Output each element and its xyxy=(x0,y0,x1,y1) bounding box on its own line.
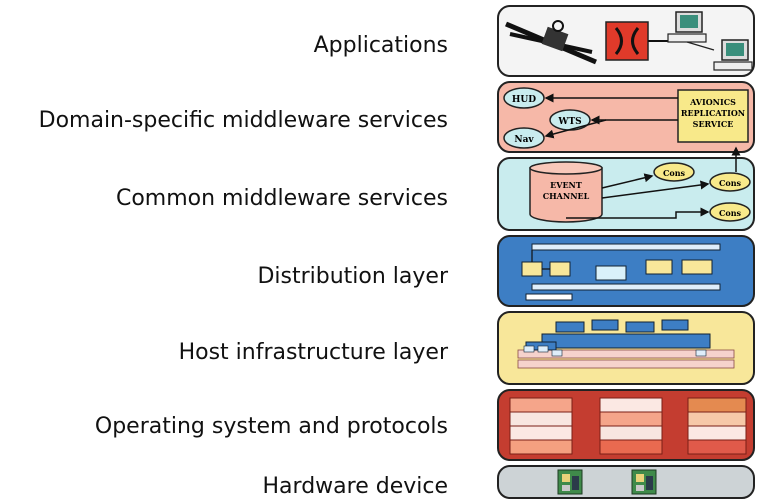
layer-label-operating-system: Operating system and protocols xyxy=(94,414,448,439)
applications-layer xyxy=(497,5,755,77)
nav-node: Nav xyxy=(514,135,534,145)
consumer-node: Cons xyxy=(663,168,686,178)
domain-middleware-layer: AVIONICS REPLICATION SERVICE HUD WTS Nav xyxy=(497,81,755,153)
wts-node: WTS xyxy=(557,117,581,127)
layer-label-hardware: Hardware device xyxy=(262,474,448,499)
layer-label-distribution: Distribution layer xyxy=(257,264,448,289)
satellite-icon xyxy=(505,20,597,65)
avionics-label: REPLICATION xyxy=(681,108,745,118)
operating-system-layer xyxy=(497,389,755,461)
avionics-label: AVIONICS xyxy=(689,97,736,107)
layer-stack-diagram: AVIONICS REPLICATION SERVICE HUD WTS Nav… xyxy=(497,5,755,499)
layer-label-domain-middleware: Domain-specific middleware services xyxy=(38,108,448,133)
consumer-node: Cons xyxy=(719,178,742,188)
host-infrastructure-layer xyxy=(497,311,755,385)
avionics-label: SERVICE xyxy=(693,119,734,129)
layer-label-common-middleware: Common middleware services xyxy=(115,186,448,211)
switch-icon xyxy=(605,21,668,61)
layer-label-host-infrastructure: Host infrastructure layer xyxy=(178,340,448,365)
hud-node: HUD xyxy=(512,95,536,105)
consumer-node: Cons xyxy=(719,208,742,218)
common-middleware-layer: EVENT CHANNEL Cons Cons Cons xyxy=(497,146,755,231)
hardware-layer xyxy=(497,465,755,499)
circuit-board-icon xyxy=(631,469,657,495)
distribution-layer xyxy=(497,235,755,307)
event-channel-label: EVENT xyxy=(550,180,582,190)
event-channel-label: CHANNEL xyxy=(543,191,590,201)
circuit-board-icon xyxy=(557,469,583,495)
layer-label-applications: Applications xyxy=(313,33,448,58)
computer-icon xyxy=(713,39,753,71)
computer-icon xyxy=(667,11,715,51)
